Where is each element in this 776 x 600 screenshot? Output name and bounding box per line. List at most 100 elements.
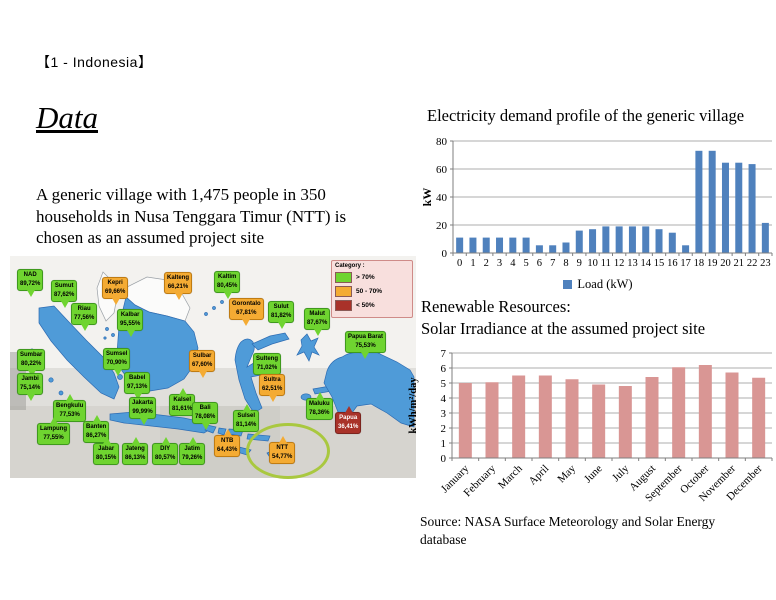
province-name: NTB	[221, 438, 234, 444]
x-tick-label: 23	[760, 258, 771, 269]
callout-tail	[202, 423, 211, 430]
y-tick-label: 7	[441, 348, 447, 360]
bar-21	[735, 162, 743, 253]
bar-July	[618, 386, 632, 458]
callout-tail	[65, 394, 74, 401]
bar-May	[565, 379, 579, 458]
bar-11	[602, 226, 610, 253]
callout-tail	[243, 404, 252, 411]
legend-label: Load (kW)	[577, 277, 633, 291]
legend-swatch	[335, 286, 352, 297]
y-axis-label: kW	[420, 188, 434, 207]
province-name: Sulut	[273, 304, 289, 310]
x-tick-label: 6	[537, 258, 542, 269]
province-electrification-rate: 86,27%	[86, 433, 107, 439]
bar-November	[725, 372, 739, 458]
province-name: Kepri	[107, 280, 123, 286]
province-name: Sulbar	[192, 353, 212, 359]
y-tick-label: 60	[436, 164, 448, 176]
province-electrification-rate: 81,14%	[236, 422, 257, 428]
x-tick-label: 2	[484, 258, 489, 269]
x-tick-label: 13	[627, 258, 638, 269]
province-electrification-rate: 80,22%	[20, 361, 42, 367]
bar-7	[549, 245, 557, 253]
bar-2	[482, 237, 490, 253]
province-name: Jabar	[98, 446, 115, 452]
callout-tail	[49, 417, 58, 424]
province-electrification-rate: 36,41%	[338, 424, 359, 430]
callout-tail	[224, 292, 233, 299]
province-electrification-rate: 95,55%	[120, 321, 141, 327]
map-legend: Category : > 70%50 - 70%< 50%	[331, 260, 413, 318]
bar-June	[592, 384, 606, 458]
y-tick-label: 6	[441, 363, 447, 375]
province-electrification-rate: 86,13%	[125, 455, 146, 461]
bar-December	[752, 377, 766, 458]
legend-swatch	[335, 300, 352, 311]
bar-19	[708, 150, 716, 253]
legend-swatch	[335, 272, 352, 283]
callout-tail	[279, 436, 288, 443]
bar-6	[535, 245, 543, 253]
province-electrification-rate: 80,45%	[217, 283, 238, 289]
x-tick-label: March	[496, 462, 525, 491]
province-name: Gorontalo	[232, 301, 261, 307]
province-name: Sulsel	[237, 413, 256, 419]
bar-23	[761, 222, 769, 253]
callout-tail	[189, 437, 198, 444]
y-tick-label: 1	[441, 438, 447, 450]
x-tick-label: 11	[601, 258, 611, 269]
x-tick-label: 12	[614, 258, 625, 269]
bar-10	[589, 229, 597, 253]
bar-3	[496, 237, 504, 253]
province-name: DIY	[160, 446, 171, 452]
bar-9	[575, 230, 583, 253]
map-legend-title: Category :	[335, 263, 365, 269]
province-electrification-rate: 87,62%	[54, 292, 75, 298]
y-tick-label: 5	[441, 378, 447, 390]
x-tick-label: 3	[497, 258, 502, 269]
y-tick-label: 4	[441, 393, 447, 405]
y-tick-label: 3	[441, 408, 447, 420]
province-name: NTT	[276, 445, 289, 451]
callout-tail	[132, 437, 141, 444]
bar-16	[668, 232, 676, 253]
bar-0	[456, 237, 464, 253]
x-tick-label: 8	[563, 258, 568, 269]
province-electrification-rate: 67,60%	[192, 362, 213, 368]
province-name: Papua	[339, 415, 358, 421]
province-electrification-rate: 75,14%	[20, 385, 41, 391]
province-electrification-rate: 80,57%	[155, 455, 176, 461]
legend-label: 50 - 70%	[356, 288, 383, 295]
province-name: Maluku	[309, 401, 330, 407]
electricity-chart-legend: Load (kW)	[420, 277, 776, 292]
callout-tail	[81, 324, 90, 331]
callout-tail	[27, 290, 36, 297]
x-tick-label: 20	[720, 258, 731, 269]
callout-tail	[174, 293, 183, 300]
callout-tail	[134, 393, 143, 400]
callout-tail	[345, 406, 354, 413]
x-tick-label: July	[610, 462, 632, 484]
province-name: Bali	[199, 405, 211, 411]
x-tick-label: June	[582, 463, 605, 486]
x-tick-label: 19	[707, 258, 718, 269]
x-tick-label: May	[555, 462, 578, 485]
legend-label: < 50%	[356, 302, 375, 309]
bar-12	[615, 226, 623, 253]
callout-tail	[27, 394, 36, 401]
map-legend-item: < 50%	[335, 300, 409, 311]
